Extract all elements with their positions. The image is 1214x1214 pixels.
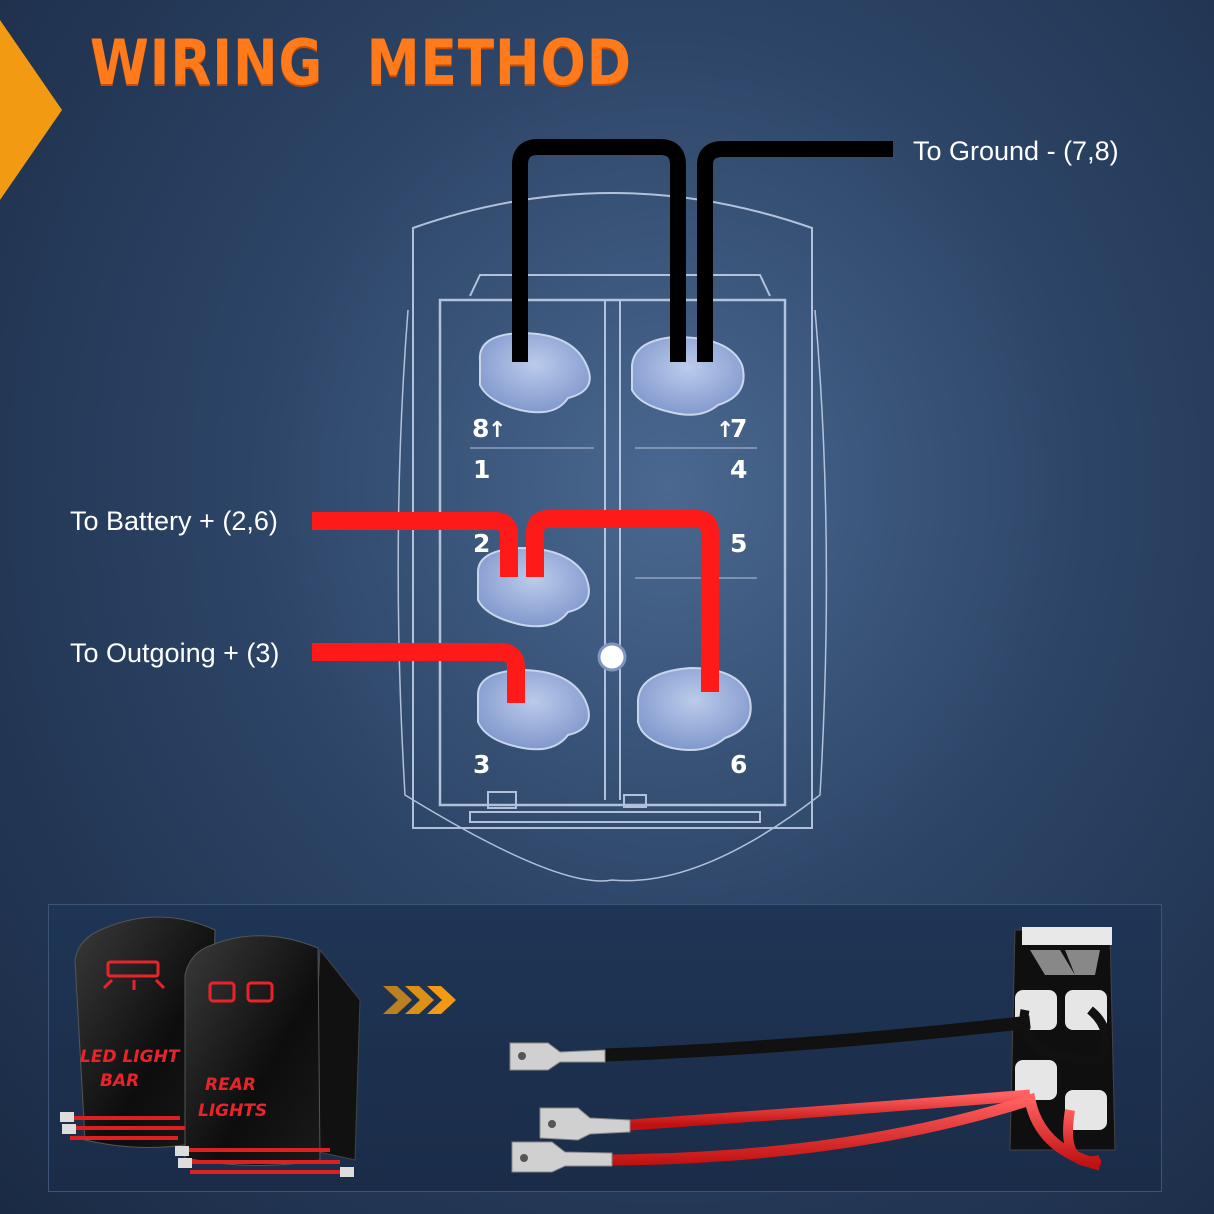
- corner-accent-tab: [0, 20, 62, 200]
- positive-wires: [312, 510, 719, 703]
- switch-body-outline: [397, 192, 828, 882]
- center-mount-hole: [597, 642, 627, 672]
- rocker-connectors: [60, 1112, 354, 1177]
- spade-connector-black: [509, 1042, 606, 1071]
- pin-label-3: 3: [473, 750, 490, 779]
- red-wire-lower: [611, 1092, 1102, 1171]
- led-switch-label-line1: LED LIGHT: [80, 1047, 181, 1067]
- spade-connector-red-upper: [539, 1107, 631, 1141]
- wired-switch-assembly: [1009, 927, 1116, 1167]
- pin-label-5: 5: [730, 529, 747, 558]
- pin-label-8: 8: [472, 414, 489, 443]
- rear-lights-icon: [208, 981, 274, 1003]
- chevron-right-icons: [383, 986, 456, 1014]
- battery-label: To Battery + (2,6): [70, 506, 278, 536]
- spade-connector-red-lower: [511, 1141, 613, 1173]
- pin-label-4: 4: [730, 455, 747, 484]
- rear-switch-label-line2: LIGHTS: [198, 1101, 267, 1121]
- terminal-6: [637, 666, 752, 751]
- black-ground-wire: [604, 1015, 1031, 1062]
- led-switch-label-line2: BAR: [100, 1071, 139, 1091]
- led-bar-icon: [102, 960, 166, 990]
- outgoing-label: To Outgoing + (3): [70, 638, 280, 668]
- rocker-switch-rear-lights: REAR LIGHTS: [184, 935, 361, 1166]
- ground-wires: [512, 139, 893, 362]
- rear-switch-label-line1: REAR: [205, 1075, 256, 1095]
- pin-label-1: 1: [473, 455, 490, 484]
- pin-label-7: 7: [730, 414, 747, 443]
- page-title: WIRING METHOD: [90, 26, 632, 99]
- pin-label-6: 6: [730, 750, 747, 779]
- rocker-switch-led-light-bar: LED LIGHT BAR: [74, 916, 216, 1148]
- red-wire-upper: [629, 1089, 1031, 1131]
- ground-label: To Ground - (7,8): [913, 136, 1119, 166]
- pin-7-arrow: ↑: [716, 418, 734, 443]
- pin-8-arrow: ↑: [488, 418, 506, 443]
- pin-label-2: 2: [473, 529, 490, 558]
